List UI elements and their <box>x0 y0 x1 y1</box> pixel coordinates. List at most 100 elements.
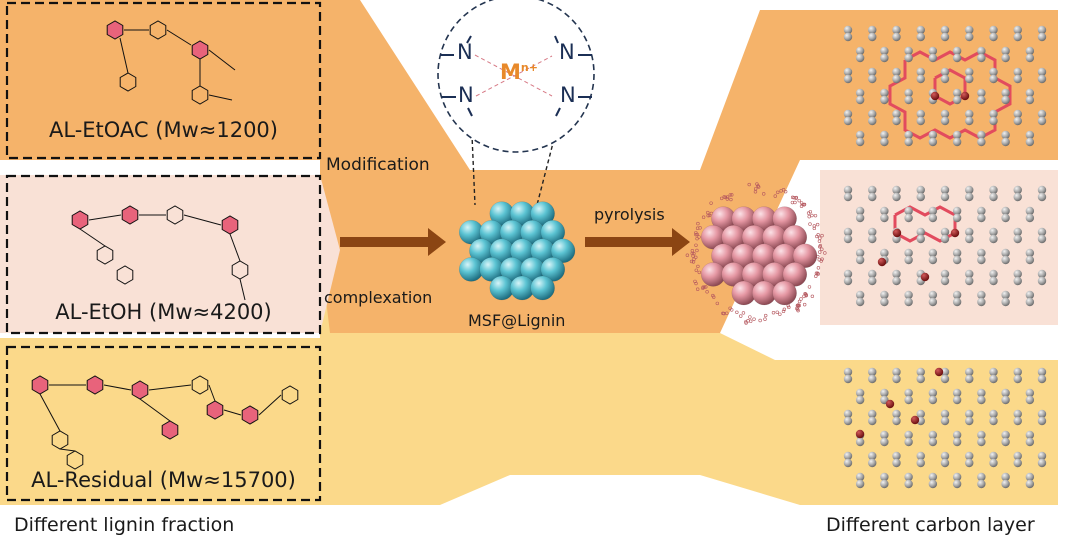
aromatic-ring <box>107 21 123 39</box>
carbon-atom <box>965 75 973 83</box>
aromatic-ring <box>242 406 258 424</box>
carbon-atom <box>953 480 961 488</box>
carbon-atom <box>917 375 925 383</box>
carbon-atom <box>917 75 925 83</box>
carbon-atom <box>941 117 949 125</box>
carbon-atom <box>977 298 985 306</box>
carbon-atom <box>929 396 937 404</box>
carbon-atom <box>953 438 961 446</box>
carbon-atom <box>965 33 973 41</box>
carbon-atom <box>868 75 876 83</box>
carbon-atom <box>904 438 912 446</box>
fraction-label-etoh: AL-EtOH (Mw≈4200) <box>0 300 327 324</box>
aromatic-ring <box>32 376 48 394</box>
carbon-atom <box>856 54 864 62</box>
fuzz-atom <box>749 320 752 323</box>
carbon-atom <box>880 138 888 146</box>
carbon-atom <box>868 193 876 201</box>
aromatic-ring <box>122 206 138 224</box>
sphere-particle <box>773 281 797 305</box>
carbon-atom <box>892 277 900 285</box>
carbon-atom <box>844 417 852 425</box>
carbon-atom <box>953 396 961 404</box>
carbon-atom <box>904 298 912 306</box>
carbon-atom <box>892 193 900 201</box>
complex-n-bottom-left: N <box>458 83 474 107</box>
carbon-atom <box>1014 117 1022 125</box>
carbon-atom <box>941 193 949 201</box>
carbon-atom <box>1001 256 1009 264</box>
carbon-atom <box>868 33 876 41</box>
carbon-atom <box>941 417 949 425</box>
carbon-atom <box>977 396 985 404</box>
carbon-atom <box>880 214 888 222</box>
carbon-atom <box>989 375 997 383</box>
carbon-atom <box>965 235 973 243</box>
carbon-atom <box>941 375 949 383</box>
carbon-atom <box>965 117 973 125</box>
carbon-atom <box>1014 417 1022 425</box>
carbon-atom <box>868 117 876 125</box>
carbon-atom <box>977 438 985 446</box>
carbon-atom <box>1026 214 1034 222</box>
carbon-atom <box>1014 459 1022 467</box>
carbon-atom <box>989 417 997 425</box>
fuzz-atom <box>748 316 751 319</box>
carbon-atom <box>1038 193 1046 201</box>
carbon-atom <box>1038 235 1046 243</box>
carbon-atom <box>953 96 961 104</box>
carbon-atom <box>1026 256 1034 264</box>
carbon-atom <box>977 480 985 488</box>
carbon-atom <box>1038 459 1046 467</box>
fuzz-atom <box>803 303 806 306</box>
carbon-atom <box>1001 54 1009 62</box>
carbon-atom <box>844 235 852 243</box>
fuzz-atom <box>800 298 803 301</box>
carbon-atom <box>977 138 985 146</box>
carbon-atom <box>1038 75 1046 83</box>
carbon-atom <box>941 277 949 285</box>
fuzz-atom <box>811 295 814 298</box>
fuzz-atom <box>739 315 742 318</box>
carbon-atom <box>892 33 900 41</box>
carbon-atom <box>880 438 888 446</box>
carbon-atom <box>904 96 912 104</box>
fuzz-atom <box>814 275 817 278</box>
sphere-label: MSF@Lignin <box>468 311 565 330</box>
carbon-atom <box>904 214 912 222</box>
fuzz-atom <box>764 318 767 321</box>
carbon-atom <box>1026 54 1034 62</box>
carbon-atom <box>989 117 997 125</box>
aromatic-ring <box>132 381 148 399</box>
fuzz-atom <box>753 318 756 321</box>
dopant-atom <box>856 430 864 438</box>
carbon-atom <box>856 96 864 104</box>
aromatic-ring <box>222 216 238 234</box>
carbon-atom <box>880 480 888 488</box>
carbon-atom <box>929 438 937 446</box>
carbon-atom <box>977 54 985 62</box>
fuzz-atom <box>814 214 817 217</box>
aromatic-ring <box>207 401 223 419</box>
carbon-atom <box>1026 438 1034 446</box>
carbon-atom <box>941 33 949 41</box>
carbon-atom <box>989 193 997 201</box>
complexation-label: complexation <box>324 288 432 307</box>
carbon-atom <box>929 138 937 146</box>
carbon-atom <box>844 33 852 41</box>
carbon-atom <box>1026 298 1034 306</box>
carbon-atom <box>844 117 852 125</box>
pink-band-right <box>820 170 1058 325</box>
fuzz-atom <box>816 223 819 226</box>
fuzz-atom <box>776 311 779 314</box>
carbon-atom <box>904 54 912 62</box>
carbon-atom <box>989 75 997 83</box>
caption-lignin-fraction: Different lignin fraction <box>14 514 234 536</box>
fuzz-atom <box>735 311 738 314</box>
carbon-atom <box>929 298 937 306</box>
fuzz-atom <box>808 285 811 288</box>
dopant-atom <box>921 273 929 281</box>
carbon-atom <box>953 138 961 146</box>
carbon-atom <box>1014 277 1022 285</box>
fuzz-atom <box>817 266 820 269</box>
